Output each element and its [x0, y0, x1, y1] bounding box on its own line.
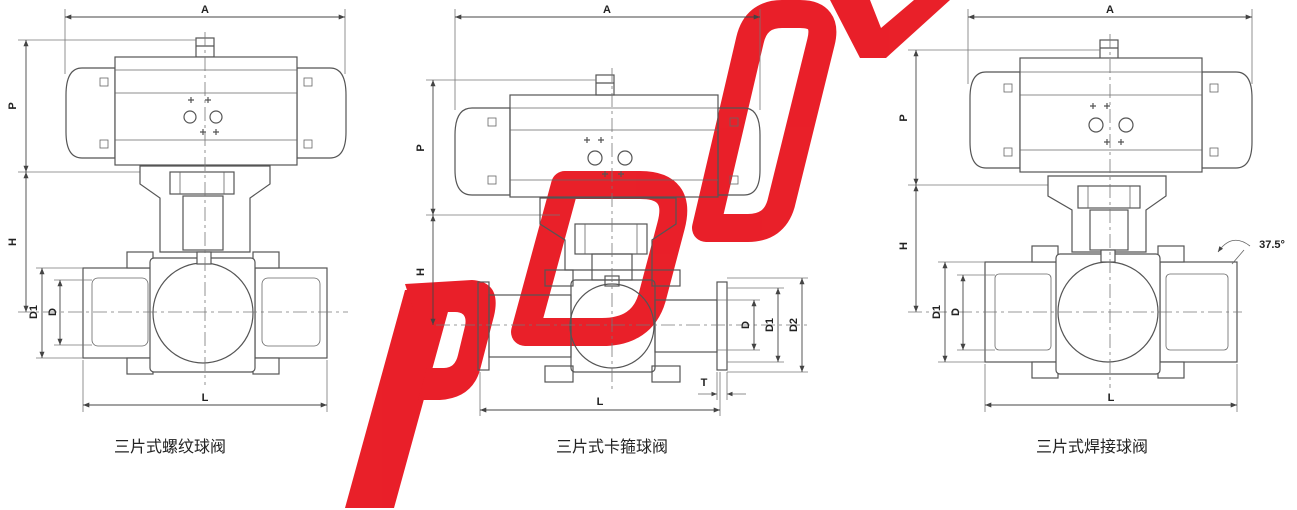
caption-welded-valve: 三片式焊接球阀 — [1036, 438, 1148, 456]
label-p: P — [898, 114, 910, 121]
label-l: L — [597, 396, 604, 408]
watermark-stroke-1 — [345, 290, 454, 508]
dimension-t: T — [698, 372, 746, 400]
bevel-angle-callout: 37.5° — [1217, 239, 1285, 265]
dimension-d: D — [717, 299, 760, 351]
label-bevel-angle: 37.5° — [1259, 239, 1285, 251]
dimension-h: H — [898, 185, 919, 312]
dimension-p: P — [898, 49, 1100, 186]
caption-clamp-valve: 三片式卡箍球阀 — [556, 438, 668, 456]
clamp-ball-valve-drawing: A P H — [415, 4, 808, 456]
label-p: P — [7, 102, 19, 109]
dimension-a: A — [64, 4, 346, 74]
valve-body — [82, 251, 328, 375]
label-d: D — [740, 321, 752, 329]
dimension-l: L — [984, 364, 1238, 412]
label-d: D — [47, 308, 59, 316]
label-p: P — [415, 144, 427, 151]
dimension-h: H — [415, 215, 436, 325]
dimension-p: P — [7, 39, 196, 173]
threaded-ball-valve-drawing: A P H — [7, 4, 348, 456]
label-l: L — [1108, 392, 1115, 404]
dimension-a: A — [967, 4, 1253, 84]
label-d: D — [950, 308, 962, 316]
label-a: A — [201, 4, 209, 16]
label-l: L — [202, 392, 209, 404]
label-a: A — [1106, 4, 1114, 16]
dimension-d1: D1 — [931, 261, 985, 363]
label-d1: D1 — [28, 305, 40, 319]
watermark-letter-2 — [511, 171, 688, 346]
caption-threaded-valve: 三片式螺纹球阀 — [114, 438, 226, 456]
label-t: T — [701, 377, 708, 389]
pneumatic-actuator — [969, 39, 1253, 173]
label-d1: D1 — [931, 305, 943, 319]
label-a: A — [603, 4, 611, 16]
valve-body — [984, 245, 1238, 379]
dimension-d1: D1 — [28, 267, 83, 359]
dimension-p: P — [415, 79, 596, 216]
label-h: H — [7, 238, 19, 246]
dimension-a: A — [454, 4, 761, 110]
dimension-l: L — [479, 372, 721, 416]
dimension-d: D — [47, 279, 92, 346]
pneumatic-actuator — [454, 74, 761, 198]
label-d1: D1 — [764, 318, 776, 332]
dimension-l: L — [82, 360, 328, 412]
label-h: H — [415, 268, 427, 276]
brand-watermark-logo — [345, 0, 950, 508]
watermark-letter-3 — [692, 0, 837, 242]
label-d2: D2 — [788, 318, 800, 332]
watermark-bowl — [405, 280, 496, 400]
mounting-bracket — [1047, 175, 1167, 253]
dimension-d2: D2 — [727, 277, 808, 373]
label-h: H — [898, 242, 910, 250]
dimension-h: H — [7, 172, 29, 312]
dimension-d: D — [950, 274, 995, 351]
welded-ball-valve-drawing: A P H — [898, 4, 1285, 456]
pneumatic-actuator — [65, 37, 347, 166]
watermark-letter-4 — [830, 0, 950, 58]
dimension-d1: D1 — [727, 287, 784, 363]
